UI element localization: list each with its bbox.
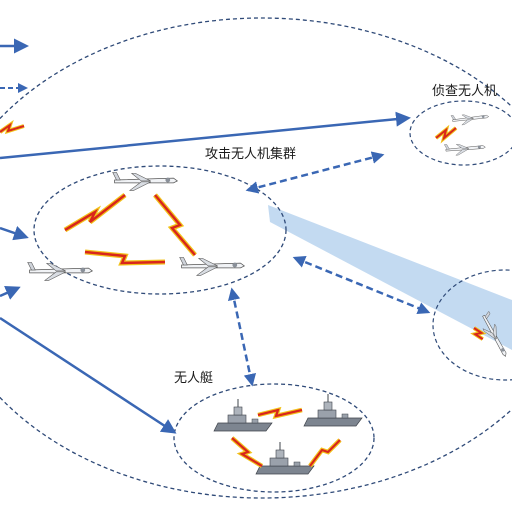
attack-drone-right — [179, 256, 245, 276]
lightning-bolt-icon — [63, 193, 127, 233]
boat-2 — [303, 393, 363, 427]
recon-cluster-ellipse — [409, 100, 512, 166]
link-arrow-to-recon — [0, 111, 411, 160]
link-attack-right-cluster — [292, 255, 431, 315]
lightning-bolt-icon — [230, 436, 264, 468]
recon-cluster-label: 侦查无人机 — [432, 84, 497, 99]
boat-3 — [255, 441, 315, 475]
link-arrow-low — [0, 286, 21, 300]
boat-cluster-ellipse — [173, 383, 375, 493]
link-arrow-to-attack — [0, 225, 29, 241]
boat-cluster-label: 无人艇 — [174, 371, 213, 386]
link-attack-boats — [227, 287, 257, 387]
right-cluster-ellipse — [432, 269, 512, 381]
attack-cluster-label: 攻击无人机集群 — [205, 146, 296, 162]
attack-cluster-ellipse — [33, 165, 287, 295]
lightning-bolt-icon — [470, 326, 487, 341]
attack-drone-top — [112, 171, 178, 191]
recon-drone-2 — [444, 141, 487, 157]
attack-drone-left — [27, 261, 93, 281]
link-attack-recon — [245, 151, 385, 194]
lightning-bolt-icon — [257, 406, 303, 420]
lightning-bolt-icon — [308, 438, 342, 468]
lightning-bolt-icon — [153, 193, 197, 257]
outer-network-boundary — [0, 17, 512, 499]
link-arrow-to-boats — [0, 316, 177, 434]
lightning-bolt-icon — [434, 124, 458, 144]
lightning-bolt-icon — [0, 119, 25, 135]
lightning-bolt-icon — [84, 249, 166, 266]
recon-drone-1 — [450, 111, 490, 127]
